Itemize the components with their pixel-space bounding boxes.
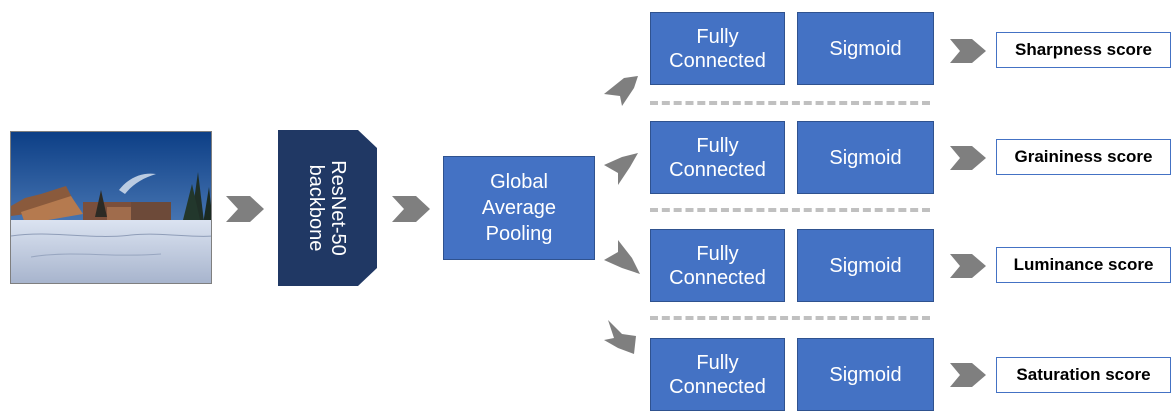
fully-connected-block: Fully Connected [650,338,785,411]
branch-arrow-icon [604,240,640,274]
graininess-score-label: Graininess score [996,139,1171,175]
branch-arrow-icon [604,153,638,185]
sigmoid-block: Sigmoid [797,12,934,85]
luminance-score-label: Luminance score [996,247,1171,283]
saturation-score-label: Saturation score [996,357,1171,393]
fully-connected-block: Fully Connected [650,229,785,302]
arrow-icon [392,196,430,222]
global-average-pooling-block: Global Average Pooling [443,156,595,260]
arrow-icon [950,254,986,278]
branch-divider [650,316,930,320]
arrow-icon [950,39,986,63]
sigmoid-block: Sigmoid [797,338,934,411]
resnet-backbone-block: ResNet-50 backbone [278,130,377,286]
arrow-icon [950,363,986,387]
arrow-icon [226,196,264,222]
fully-connected-block: Fully Connected [650,121,785,194]
branch-arrow-icon [604,76,638,106]
branch-arrow-icon [604,320,636,354]
sharpness-score-label: Sharpness score [996,32,1171,68]
input-image [10,131,212,284]
backbone-label: ResNet-50 backbone [305,160,349,256]
fully-connected-block: Fully Connected [650,12,785,85]
sigmoid-block: Sigmoid [797,121,934,194]
sigmoid-block: Sigmoid [797,229,934,302]
branch-divider [650,101,930,105]
arrow-icon [950,146,986,170]
branch-divider [650,208,930,212]
